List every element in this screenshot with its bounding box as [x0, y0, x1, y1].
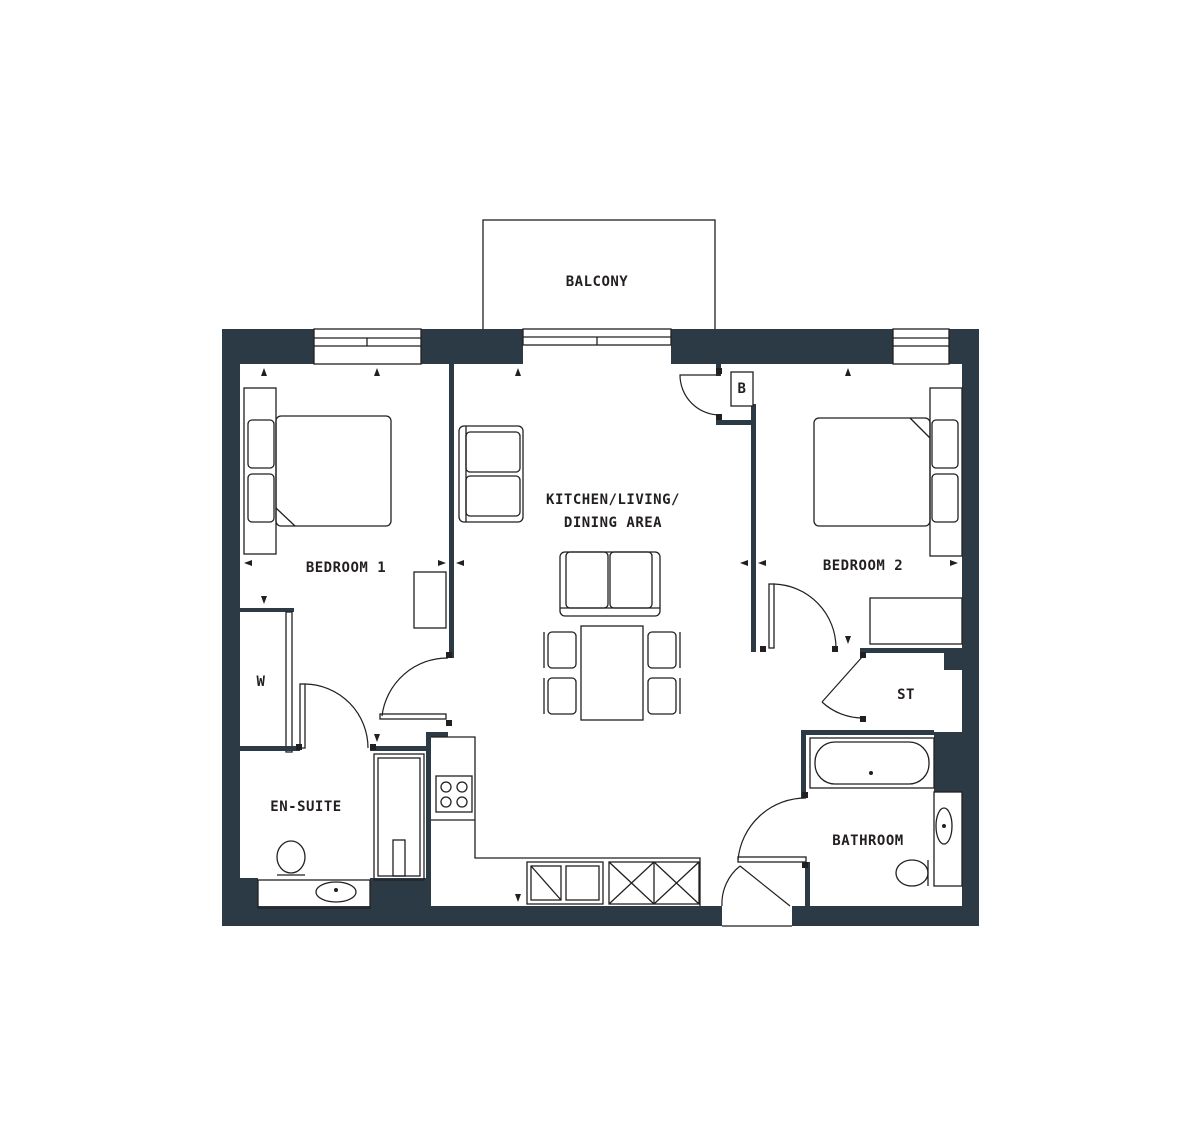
living-furniture — [458, 425, 681, 721]
label-wardrobe: W — [257, 674, 266, 690]
label-boiler: B — [738, 381, 747, 397]
room-labels: BALCONY KITCHEN/LIVING/ DINING AREA BEDR… — [257, 274, 915, 849]
ensuite-fixtures — [257, 753, 425, 909]
label-bedroom2: BEDROOM 2 — [823, 558, 903, 574]
label-bedroom1: BEDROOM 1 — [306, 560, 386, 576]
bedroom1-furniture — [243, 387, 447, 629]
bathroom-fixtures — [809, 737, 963, 887]
bedroom2-furniture — [813, 387, 963, 645]
doors — [296, 368, 866, 907]
windows — [313, 328, 950, 927]
label-balcony: BALCONY — [566, 274, 629, 290]
exterior-walls — [222, 329, 979, 926]
label-kitchen-line1: KITCHEN/LIVING/ — [546, 492, 680, 508]
interior-walls — [240, 364, 962, 912]
measure-markers — [244, 368, 958, 902]
label-store: ST — [897, 687, 915, 703]
label-bathroom: BATHROOM — [832, 833, 903, 849]
label-ensuite: EN-SUITE — [270, 799, 341, 815]
kitchen-units — [431, 736, 701, 906]
label-kitchen-line2: DINING AREA — [564, 515, 662, 531]
